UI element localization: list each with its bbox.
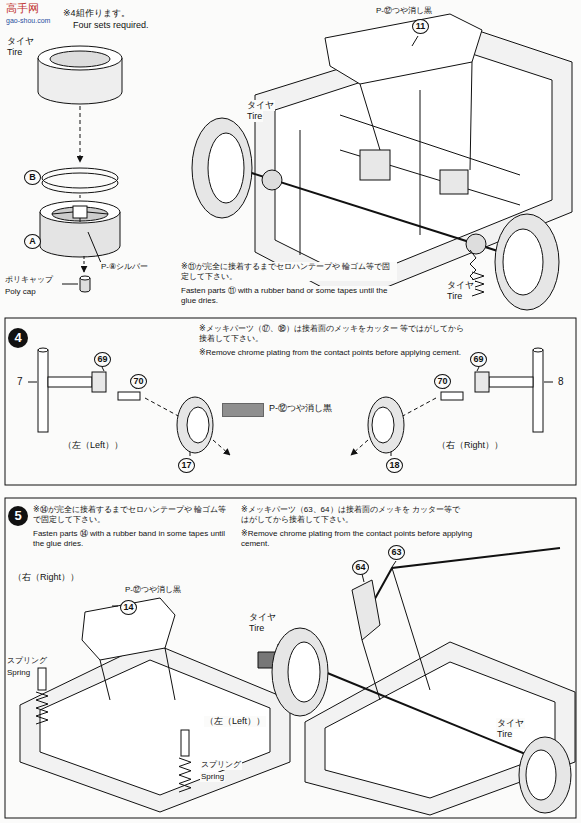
- step-panel: [5, 498, 576, 818]
- label-text: 7: [16, 376, 24, 388]
- label-text: タイヤ: [6, 36, 35, 47]
- label-text: Four sets required.: [72, 20, 150, 31]
- label-text: （右（Right））: [12, 572, 80, 583]
- callout-number: 64: [352, 560, 369, 575]
- label-text: （左（Left））: [204, 716, 266, 727]
- label-text: Tire: [446, 291, 463, 302]
- label-text: ※メッキパーツ（⑰、⑱）は接着面のメッキをカッター 等ではがしてから接着して下さ…: [198, 324, 470, 343]
- callout-number: 14: [120, 600, 137, 615]
- callout-number: A: [24, 234, 41, 249]
- label-text: P-⑫つや消し黒: [124, 585, 182, 595]
- label-text: gao-shou.com: [5, 17, 51, 25]
- callout-number: B: [24, 170, 41, 185]
- label-text: タイヤ: [246, 100, 275, 111]
- label-text: Poly cap: [4, 287, 37, 297]
- label-text: （左（Left））: [62, 440, 124, 451]
- spring-coil: [179, 758, 191, 792]
- label-text: Spring: [200, 772, 225, 782]
- label-text: スプリング: [200, 760, 242, 770]
- label-text: タイヤ: [248, 612, 277, 623]
- label-text: スプリング: [6, 656, 48, 666]
- label-text: ※⑭が完全に接着するまでセロハンテープや 輪ゴム等で固定して下さい。: [32, 505, 234, 524]
- label-text: Fasten parts ⑪ with a rubber band or som…: [180, 286, 397, 305]
- label-text: Fasten parts ⑭ with a rubber band in som…: [32, 529, 234, 548]
- callout-number: 63: [388, 545, 405, 560]
- label-text: Tire: [248, 623, 265, 634]
- paint-code: P-⑫つや消し黒: [268, 403, 333, 414]
- label-text: P-⑫つや消し黒: [375, 6, 433, 16]
- step-panel: [5, 318, 576, 485]
- tire-exploded-view: [38, 46, 122, 292]
- callout-number: 69: [470, 352, 487, 367]
- label-text: 高手网: [5, 2, 40, 15]
- label-text: ※4組作ります。: [62, 8, 131, 19]
- label-text: ※⑪が完全に接着するまでセロハンテープや 輪ゴム等で固定して下さい。: [180, 262, 397, 281]
- label-text: P-⑧シルバー: [100, 262, 149, 272]
- step-badge: 5: [8, 506, 28, 526]
- callout-number: 70: [434, 374, 451, 389]
- label-text: ※Remove chrome plating from the contact …: [198, 348, 470, 358]
- label-text: 8: [557, 376, 565, 388]
- label-text: タイヤ: [446, 280, 475, 291]
- label-text: Tire: [246, 111, 263, 122]
- label-text: Tire: [496, 729, 513, 740]
- label-text: ※Remove chrome plating from the contact …: [240, 529, 502, 548]
- spring-coil: [36, 692, 48, 724]
- callout-number: 70: [130, 374, 147, 389]
- paint-swatch: [222, 403, 264, 417]
- step-badge: 4: [8, 328, 28, 348]
- label-text: ポリキャップ: [4, 275, 54, 285]
- label-text: タイヤ: [496, 718, 525, 729]
- callout-number: 18: [386, 458, 403, 473]
- callout-number: 69: [94, 352, 111, 367]
- rear-chassis-view: [20, 548, 575, 815]
- label-text: Tire: [6, 47, 23, 58]
- callout-number: 11: [412, 19, 429, 34]
- label-text: （右（Right））: [436, 440, 504, 451]
- callout-number: 17: [178, 458, 195, 473]
- label-text: Spring: [6, 668, 31, 678]
- upright-assembly: [28, 348, 230, 456]
- step-number: 4: [14, 330, 21, 345]
- label-text: ※メッキパーツ（63、64）は接着面のメッキを カッター等ではがしてから接着して…: [240, 505, 462, 524]
- step-number: 5: [14, 508, 21, 523]
